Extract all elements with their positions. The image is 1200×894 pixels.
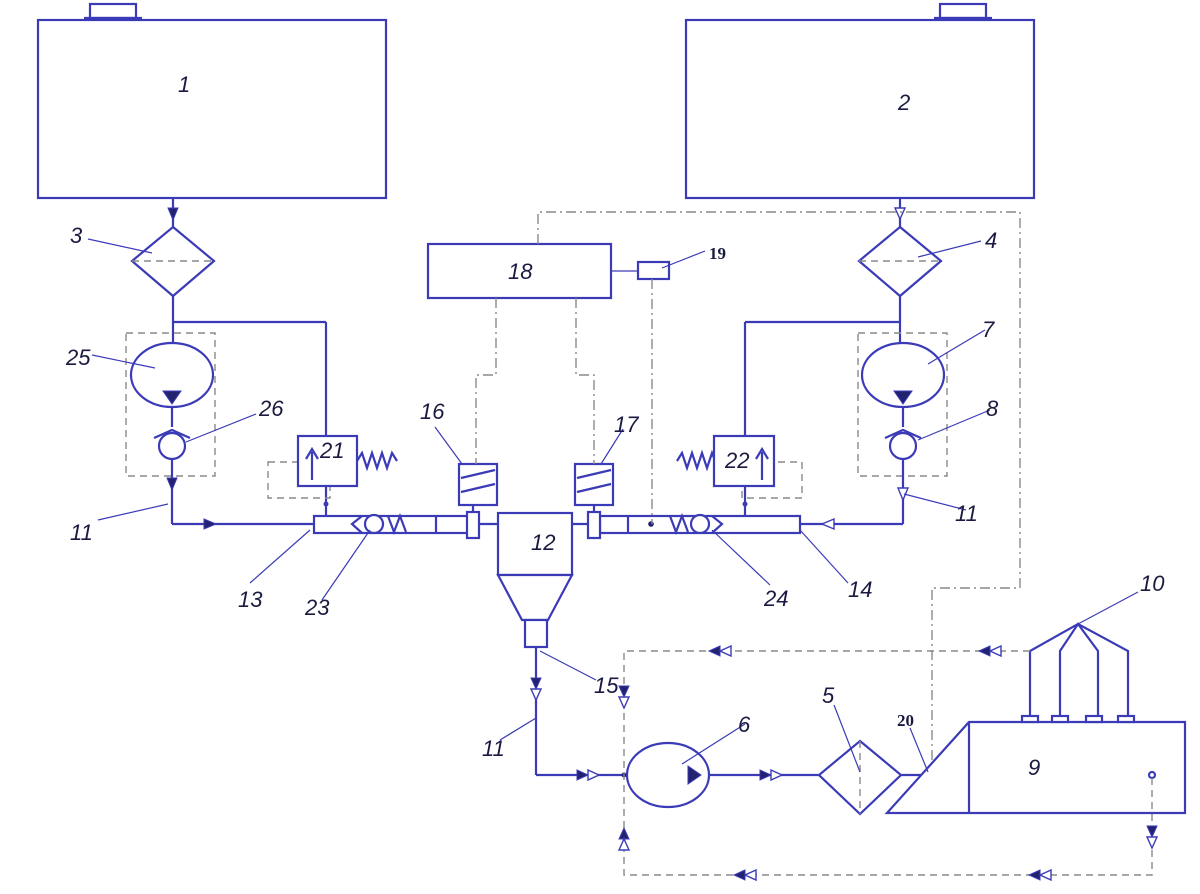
filter-5 xyxy=(817,739,903,816)
label-relief-valve-22: 22 xyxy=(724,448,749,473)
label-line-11: 11 xyxy=(955,501,978,526)
mixer-12 xyxy=(496,511,574,649)
label-tank-1: 1 xyxy=(178,72,190,97)
label-sensor-20: 20 xyxy=(897,711,914,730)
check-valve-24 xyxy=(668,512,724,536)
tank-1 xyxy=(36,2,388,200)
label-pump-6: 6 xyxy=(738,712,751,737)
label-solenoid-17: 17 xyxy=(614,412,639,437)
label-controller-18: 18 xyxy=(508,259,533,284)
label-filter-4: 4 xyxy=(985,228,997,253)
label-outlet-15: 15 xyxy=(594,673,619,698)
injectors-10 xyxy=(1028,622,1130,716)
label-sensor-19: 19 xyxy=(709,244,726,263)
relief-valve-22 xyxy=(676,434,776,488)
label-manifold-13: 13 xyxy=(238,587,263,612)
controller-18 xyxy=(426,242,613,300)
label-manifold-14: 14 xyxy=(848,577,872,602)
label-line-11: 11 xyxy=(70,520,93,545)
label-check-valve-23: 23 xyxy=(304,595,330,620)
label-pump-25: 25 xyxy=(65,345,91,370)
flow-arrow xyxy=(167,207,179,222)
pump-25 xyxy=(129,341,215,409)
label-injectors-10: 10 xyxy=(1140,571,1165,596)
label-pump-7: 7 xyxy=(982,317,995,342)
label-mixer-12: 12 xyxy=(531,530,555,555)
pump-group-25 xyxy=(125,332,216,477)
filter-4 xyxy=(857,225,943,298)
label-check-valve-26: 26 xyxy=(258,396,284,421)
relief-valve-21 xyxy=(296,434,398,488)
label-check-valve-8: 8 xyxy=(986,396,999,421)
label-solenoid-16: 16 xyxy=(420,399,445,424)
tank-2 xyxy=(684,2,1036,200)
label-filter-3: 3 xyxy=(70,223,83,248)
engine-9 xyxy=(884,714,1187,815)
label-filter-5: 5 xyxy=(822,683,835,708)
label-line-11: 11 xyxy=(482,736,505,761)
sensor-19 xyxy=(636,260,671,281)
pump-6 xyxy=(625,741,711,809)
check-valve-26 xyxy=(153,428,191,461)
label-engine-9: 9 xyxy=(1028,755,1040,780)
pump-7 xyxy=(860,341,946,409)
check-valve-8 xyxy=(884,428,922,461)
solenoid-16 xyxy=(457,462,499,540)
solenoid-17 xyxy=(573,462,615,540)
label-check-valve-24: 24 xyxy=(763,586,788,611)
check-valve-23 xyxy=(350,512,408,536)
label-tank-2: 2 xyxy=(897,90,910,115)
label-relief-valve-21: 21 xyxy=(319,438,344,463)
filter-3 xyxy=(130,225,216,298)
